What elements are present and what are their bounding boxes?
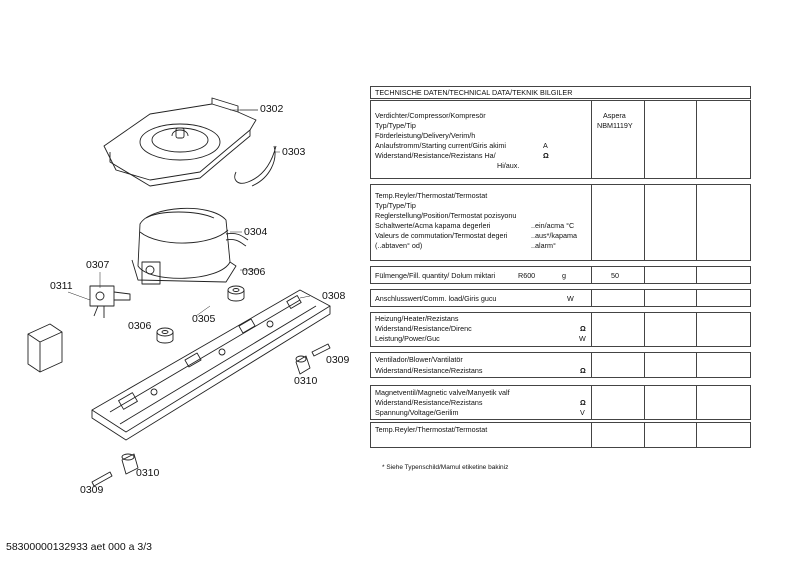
thermostat2-label: Temp.Reyler/Thermostat/Termostat	[375, 425, 488, 434]
fill-quantity-value: 50	[611, 271, 619, 280]
exploded-parts-diagram	[27, 97, 331, 487]
unit-ampere: A	[543, 141, 548, 150]
fan-label: Ventilador/Blower/Vantilatör	[375, 355, 463, 364]
unit-volt: V	[580, 408, 585, 417]
switching-values-label: Schaltwerte/Acma kapama degerleri	[375, 221, 491, 230]
callout-0310-bottom: 0310	[136, 467, 160, 479]
heater-block: Heizung/Heater/Rezistans Widerstand/Resi…	[370, 312, 751, 347]
callout-0310-right: 0310	[294, 375, 318, 387]
mounting-plate-part	[91, 289, 331, 441]
compressor-brand: Aspera	[603, 111, 626, 120]
sleeve-part	[121, 355, 311, 475]
unit-ohm: Ω	[580, 324, 586, 333]
valve-label: Magnetventil/Magnetic valve/Manyetik val…	[375, 388, 510, 397]
callout-0309-right: 0309	[326, 354, 350, 366]
footnote: * Siehe Typenschild/Mamul etiketine baki…	[382, 464, 509, 471]
type-label: Typ/Type/Tip	[375, 121, 416, 130]
thermostat-position-label: Reglerstellung/Position/Termostat pozisy…	[375, 211, 517, 220]
table-header: TECHNISCHE DATEN/TECHNICAL DATA/TEKNIK B…	[375, 88, 573, 97]
compressor-part	[131, 207, 260, 285]
alarm-label: ..alarm°	[531, 241, 556, 250]
grommet-part	[156, 285, 245, 344]
defrost-label: (..abtaven° od)	[375, 241, 423, 250]
unit-ohm: Ω	[543, 151, 549, 160]
callout-0304: 0304	[244, 226, 268, 238]
drain-hose-part	[234, 145, 277, 187]
relay-cover-part	[27, 323, 63, 373]
thermostat-block: Temp.Reyler/Thermostat/Termostat Typ/Typ…	[370, 184, 751, 261]
on-label: ..ein/acma °C	[531, 221, 575, 230]
callout-0306-upper: 0306	[242, 266, 266, 278]
comm-load-label: Anschlusswert/Comm. load/Giris gucu	[375, 294, 497, 303]
compressor-model: NBM1119Y	[597, 121, 633, 130]
fan-resistance-label: Widerstand/Resistance/Rezistans	[375, 366, 483, 375]
unit-gram: g	[562, 271, 566, 280]
valve-resistance-label: Widerstand/Resistance/Rezistans	[375, 398, 483, 407]
fill-quantity-block: Fülmenge/Fill. quantity/ Dolum miktari R…	[370, 266, 751, 284]
fill-quantity-label: Fülmenge/Fill. quantity/ Dolum miktari	[375, 271, 496, 280]
fan-block: Ventilador/Blower/Vantilatör Widerstand/…	[370, 352, 751, 378]
callout-0308: 0308	[322, 290, 346, 302]
switching-values-fr-label: Valeurs de commutation/Termostat degeri	[375, 231, 508, 240]
delivery-label: Förderleistung/Delivery/Verim/h	[375, 131, 476, 140]
callout-0306-lower: 0306	[128, 320, 152, 332]
off-label: ..aus*/kapama	[531, 231, 577, 240]
callout-0307: 0307	[86, 259, 110, 271]
callout-0302: 0302	[260, 103, 284, 115]
pin-part	[91, 343, 331, 487]
callout-0311: 0311	[50, 280, 73, 292]
unit-ohm: Ω	[580, 398, 586, 407]
document-id-footer: 58300000132933 aet 000 a 3/3	[6, 541, 152, 553]
thermostat-label: Temp.Reyler/Thermostat/Termostat	[375, 191, 488, 200]
unit-ohm: Ω	[580, 366, 586, 375]
heater-power-label: Leistung/Power/Guc	[375, 334, 440, 343]
unit-watt: W	[579, 334, 586, 343]
compressor-label: Verdichter/Compressor/Kompresör	[375, 111, 486, 120]
comm-load-block: Anschlusswert/Comm. load/Giris gucu W	[370, 289, 751, 307]
resistance-label: Widerstand/Resistance/Rezistans Ha/	[375, 151, 496, 160]
heater-label: Heizung/Heater/Rezistans	[375, 314, 459, 323]
callout-0305: 0305	[192, 313, 216, 325]
starting-current-label: Anlaufstromm/Starting current/Giris akim…	[375, 141, 507, 150]
thermostat-type-label: Typ/Type/Tip	[375, 201, 416, 210]
unit-watt: W	[567, 294, 574, 303]
valve-block: Magnetventil/Magnetic valve/Manyetik val…	[370, 385, 751, 420]
hi-aux-label: Hi/aux.	[497, 161, 520, 170]
heater-resistance-label: Widerstand/Resistance/Direnc	[375, 324, 472, 333]
table-header-row: TECHNISCHE DATEN/TECHNICAL DATA/TEKNIK B…	[370, 86, 751, 99]
callout-0303: 0303	[282, 146, 306, 158]
compressor-block: Verdichter/Compressor/Kompresör Typ/Type…	[370, 100, 751, 179]
valve-voltage-label: Spannung/Voltage/Gerilim	[375, 408, 459, 417]
refrigerant-value: R600	[518, 271, 536, 280]
callout-0309-bottom: 0309	[80, 484, 104, 496]
drip-tray-part	[103, 97, 258, 187]
thermostat2-block: Temp.Reyler/Thermostat/Termostat	[370, 422, 751, 448]
starting-relay-part	[89, 285, 131, 318]
